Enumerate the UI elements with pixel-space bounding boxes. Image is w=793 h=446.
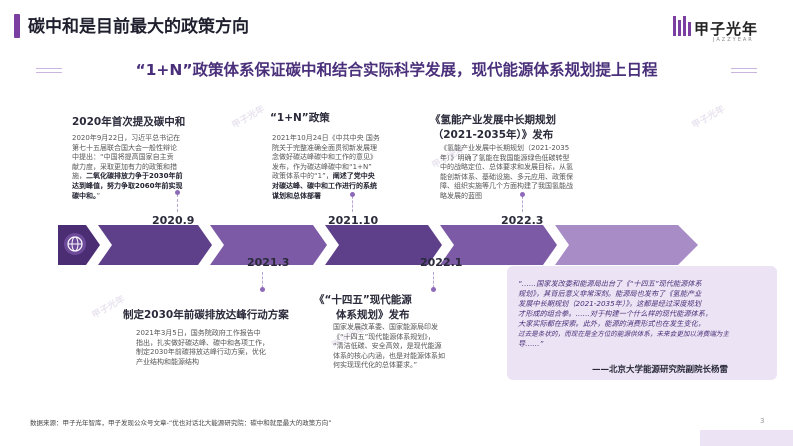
quote-author: ——北京大学能源研究院副院长杨雷 bbox=[592, 365, 729, 375]
timeline-year: 2020.9 bbox=[152, 214, 195, 227]
quote-box bbox=[507, 266, 777, 380]
event-description: 2021年10月24日《中共中央 国务 院关于完整准确全面贯彻新发展理 念做好碳… bbox=[272, 134, 380, 200]
subtitle-decoration bbox=[731, 68, 757, 73]
connector-dot bbox=[520, 192, 525, 197]
brand-subtitle: JAZZYEAR bbox=[713, 37, 754, 43]
connector-dot bbox=[175, 190, 180, 195]
event-heading: 制定2030年前碳排放达峰行动方案 bbox=[123, 309, 289, 321]
watermark-text: 甲子光年 bbox=[690, 104, 727, 132]
event-description: 《氢能产业发展中长期规划（2021-2035 年）》明确了氢能在我国能源绿色低碳… bbox=[440, 144, 573, 200]
event-heading: 《氢能产业发展中长期规划 （2021-2035年）》发布 bbox=[430, 114, 556, 141]
connector-line bbox=[522, 196, 524, 212]
event-heading: 《“十四五”现代能源 体系规划》发布 bbox=[314, 294, 412, 321]
page-title: 碳中和是目前最大的政策方向 bbox=[28, 17, 249, 37]
data-source-note: 数据来源：甲子光年智库，甲子发现公众号文章-“优也对话北大能源研究院：碳中和就是… bbox=[30, 419, 332, 427]
event-description: 2021年3月5日，国务院政府工作报告中 指出，扎实做好碳达峰、碳中和各项工作，… bbox=[136, 329, 269, 366]
watermark-text: 甲子光年 bbox=[230, 104, 267, 132]
connector-line bbox=[177, 194, 179, 212]
timeline-year: 2022.1 bbox=[420, 256, 463, 269]
connector-dot bbox=[431, 287, 436, 292]
globe-icon bbox=[64, 233, 86, 255]
quote-text: “……国家发改委和能源局出台了《“十四五”现代能源体系 规划》，其背后意义非常深… bbox=[518, 279, 729, 348]
page-number: 3 bbox=[760, 417, 765, 425]
event-description: 2020年9月22日，习近平总书记在 第七十五届联合国大会一般性辩论 中提出：“… bbox=[72, 134, 183, 200]
connector-dot bbox=[260, 287, 265, 292]
subtitle: “1+N”政策体系保证碳中和结合实际科学发展，现代能源体系规划提上日程 bbox=[135, 61, 658, 79]
subtitle-decoration bbox=[36, 68, 62, 73]
connector-line bbox=[262, 272, 264, 288]
connector-dot bbox=[350, 192, 355, 197]
event-heading: 2020年首次提及碳中和 bbox=[72, 116, 186, 128]
event-heading: “1+N”政策 bbox=[270, 112, 330, 124]
title-accent-bar bbox=[14, 14, 20, 38]
timeline-arrow-band bbox=[58, 225, 698, 265]
connector-line bbox=[433, 272, 435, 288]
event-description: 国家发展改革委、国家能源局印发 《“十四五”现代能源体系规划》， “清洁低碳、安… bbox=[333, 323, 445, 370]
brand-name: 甲子光年 bbox=[694, 20, 759, 38]
corner-decoration bbox=[700, 430, 793, 446]
timeline-year: 2021.3 bbox=[247, 256, 290, 269]
watermark-text: 甲子光年 bbox=[90, 294, 127, 322]
timeline-year: 2021.10 bbox=[328, 214, 379, 227]
timeline-year: 2022.3 bbox=[501, 214, 544, 227]
brand-logo-icon bbox=[673, 16, 691, 36]
connector-line bbox=[352, 196, 354, 212]
